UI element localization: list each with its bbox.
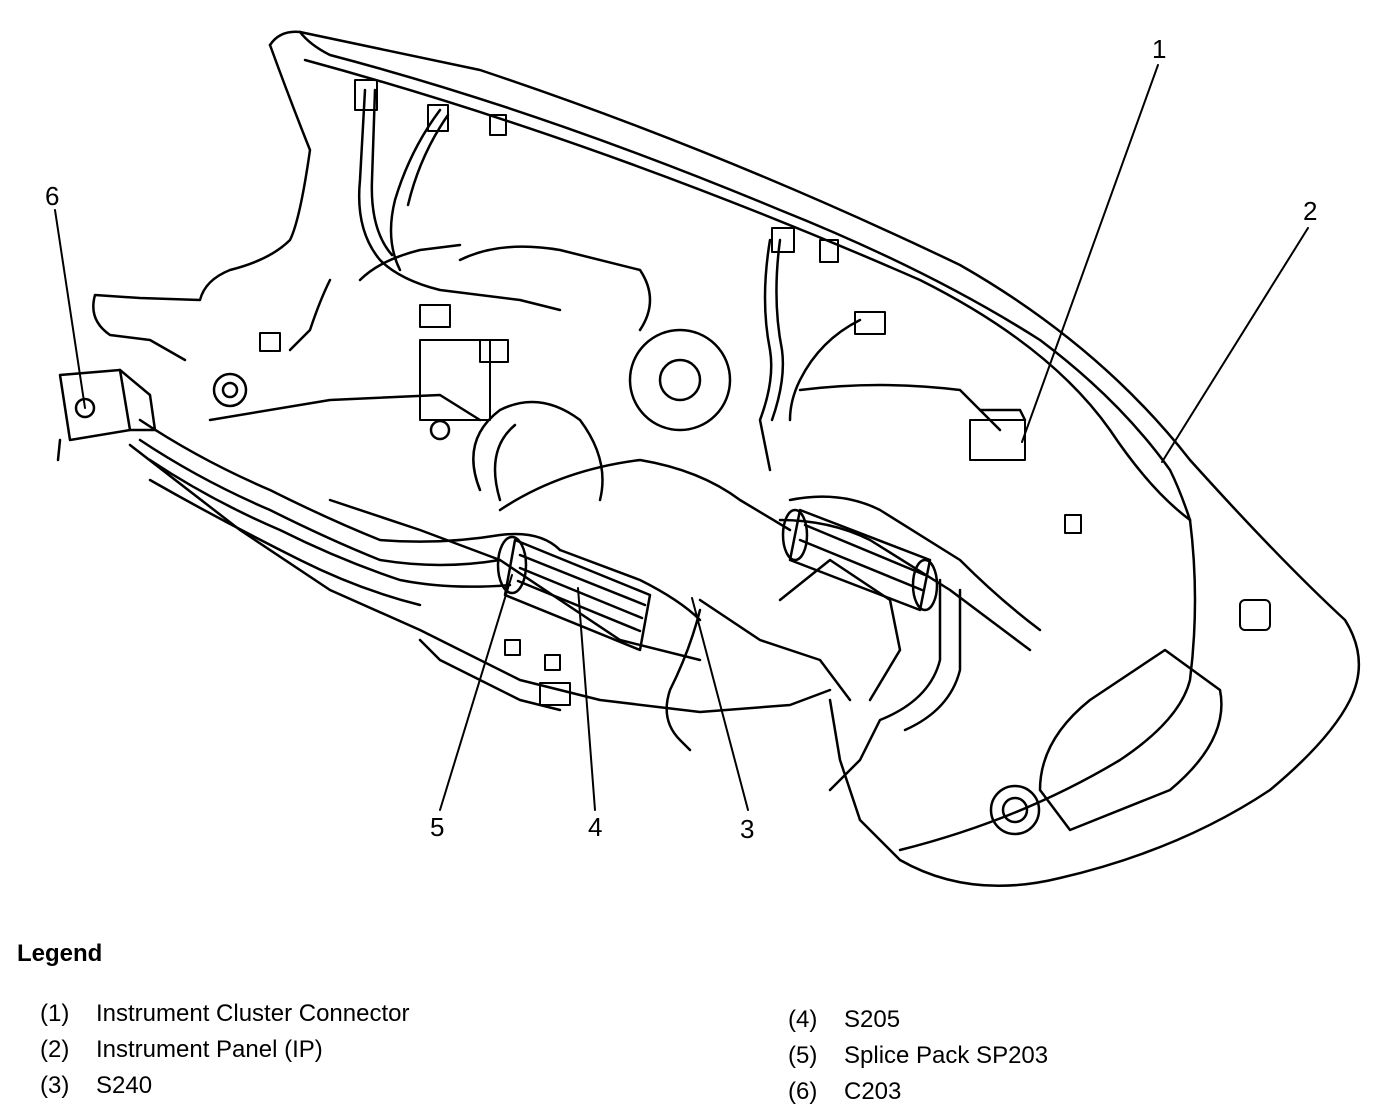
legend-item-number: (4) xyxy=(788,1006,818,1033)
callout-5: 5 xyxy=(430,812,444,842)
legend-item-label: S240 xyxy=(96,1072,153,1099)
legend-item: (3) S240 xyxy=(40,1068,409,1104)
c203-connector xyxy=(56,368,157,462)
legend-item-label: Splice Pack SP203 xyxy=(844,1042,1049,1069)
callout-4: 4 xyxy=(588,812,602,842)
callout-leader-lines xyxy=(54,64,1309,811)
legend-list-right: (4) S205 (5) Splice Pack SP203 (6) C203 xyxy=(788,1002,1048,1110)
legend-item: (2) Instrument Panel (IP) xyxy=(40,1032,409,1068)
legend-item: (4) S205 xyxy=(788,1002,1048,1038)
callout-1: 1 xyxy=(1152,34,1166,64)
hvac-outlets xyxy=(212,243,1041,836)
legend-item: (1) Instrument Cluster Connector xyxy=(40,996,409,1032)
legend-item-number: (1) xyxy=(40,1000,70,1027)
callout-6: 6 xyxy=(45,181,59,211)
legend-title: Legend xyxy=(17,940,103,967)
legend-item: (6) C203 xyxy=(788,1074,1048,1110)
instrument-panel-shell xyxy=(92,30,1361,888)
legend-list-left: (1) Instrument Cluster Connector (2) Ins… xyxy=(40,996,409,1104)
upper-harness xyxy=(259,79,1271,832)
legend-item-label: Instrument Panel (IP) xyxy=(96,1036,323,1063)
instrument-cluster-connector xyxy=(969,408,1027,461)
splice-pack-sp203 xyxy=(496,535,652,652)
legend-item-number: (2) xyxy=(40,1036,70,1063)
legend-item-number: (3) xyxy=(40,1072,70,1099)
legend-item-label: S205 xyxy=(844,1006,901,1033)
legend-item-label: Instrument Cluster Connector xyxy=(96,1000,410,1027)
callout-3: 3 xyxy=(740,814,754,844)
lower-dash-trim xyxy=(128,393,902,714)
legend-item-label: C203 xyxy=(844,1078,902,1105)
legend-item: (5) Splice Pack SP203 xyxy=(788,1038,1048,1074)
main-wiring-harness xyxy=(138,400,1042,792)
legend-item-number: (5) xyxy=(788,1042,818,1069)
instrument-panel-wiring-diagram: 1 2 3 4 5 6 xyxy=(45,30,1361,888)
s205-bundle xyxy=(781,508,939,612)
callout-2: 2 xyxy=(1303,196,1317,226)
legend-item-number: (6) xyxy=(788,1078,818,1105)
